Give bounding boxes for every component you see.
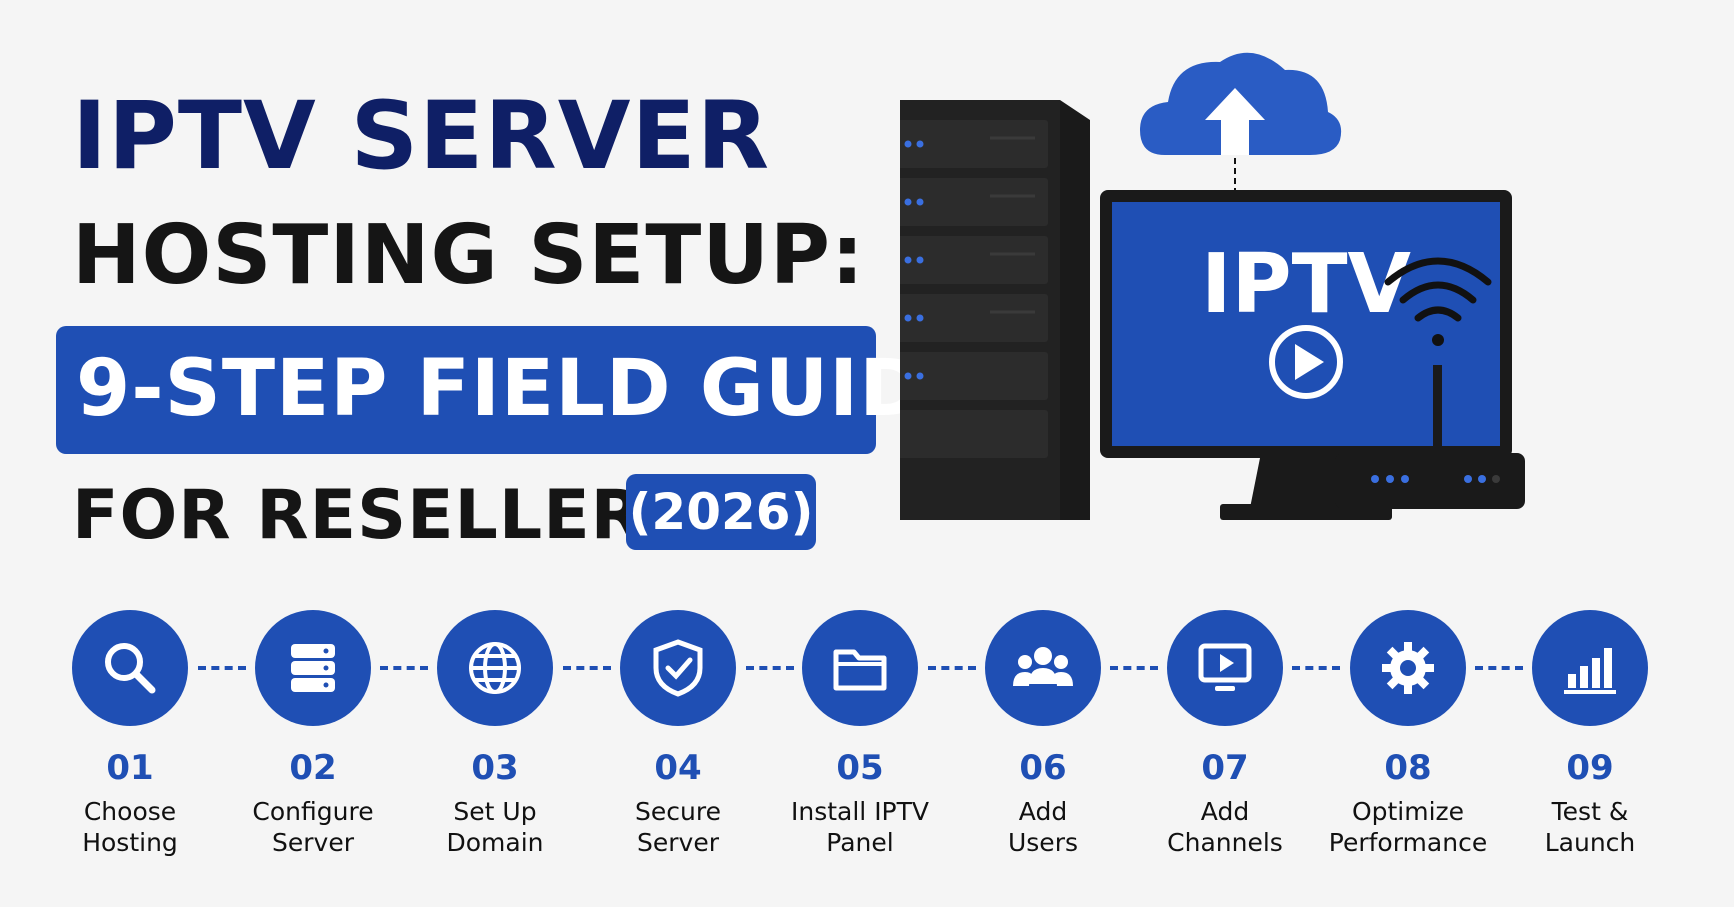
step-number: 04	[654, 748, 702, 788]
step-icon-circle	[72, 610, 188, 726]
tv-play-icon	[1198, 643, 1252, 691]
step-number: 09	[1566, 748, 1614, 788]
step-label: Test &Launch	[1544, 797, 1636, 857]
play-icon	[1269, 325, 1343, 399]
step-icon-circle	[1532, 610, 1648, 726]
step-09: 09 Test &Launch	[1500, 610, 1680, 858]
gear-icon	[1382, 642, 1434, 694]
headline-line-2: HOSTING SETUP:	[72, 208, 865, 303]
bar-chart-icon	[1564, 648, 1616, 694]
step-icon-circle	[437, 610, 553, 726]
headline-highlight-box	[56, 326, 876, 454]
shield-icon	[653, 639, 703, 697]
users-icon	[1013, 647, 1073, 686]
folder-icon	[833, 649, 887, 691]
cloud-upload-icon	[1140, 52, 1342, 192]
step-icon-circle	[802, 610, 918, 726]
step-icon-circle	[255, 610, 371, 726]
step-connector	[928, 666, 976, 670]
step-icon-circle	[1350, 610, 1466, 726]
step-number: 05	[836, 748, 884, 788]
headline-line-1: IPTV SERVER	[72, 82, 771, 191]
step-connector	[746, 666, 794, 670]
server-tower-icon	[900, 100, 1090, 520]
step-number: 03	[471, 748, 519, 788]
step-number: 08	[1384, 748, 1432, 788]
step-connector	[380, 666, 428, 670]
monitor-icon: IPTV	[1100, 190, 1512, 520]
step-icon-circle	[985, 610, 1101, 726]
headline-line-4: FOR RESELLERS	[72, 476, 694, 555]
step-number: 06	[1019, 748, 1067, 788]
screen-text: IPTV	[1201, 237, 1412, 332]
step-number: 02	[289, 748, 337, 788]
step-icon-circle	[620, 610, 736, 726]
step-connector	[198, 666, 246, 670]
step-connector	[563, 666, 611, 670]
router-icon	[1335, 365, 1525, 509]
search-icon	[105, 643, 156, 694]
step-connector	[1292, 666, 1340, 670]
hero-illustration: IPTV	[900, 52, 1525, 520]
server-icon	[291, 644, 335, 692]
globe-icon	[469, 642, 521, 694]
headline-line-3: 9-STEP FIELD GUIDE	[76, 344, 980, 434]
year-badge: (2026)	[626, 474, 816, 550]
step-number: 01	[106, 748, 154, 788]
wifi-icon	[1384, 257, 1492, 346]
step-number: 07	[1201, 748, 1249, 788]
step-connector	[1110, 666, 1158, 670]
step-icon-circle	[1167, 610, 1283, 726]
step-connector	[1475, 666, 1523, 670]
